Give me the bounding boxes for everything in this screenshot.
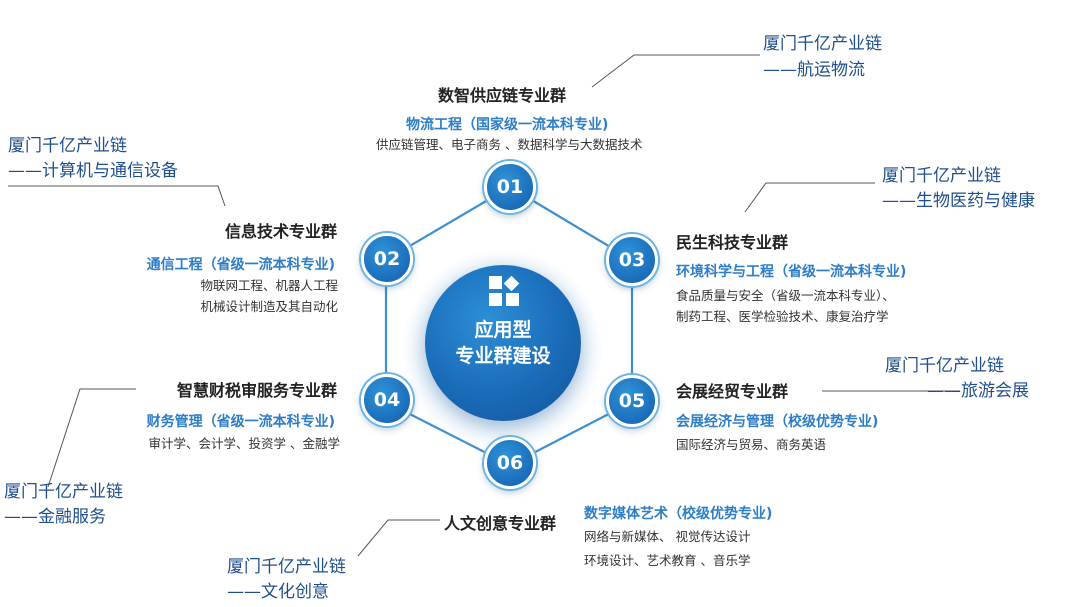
leader-line-02	[8, 185, 226, 207]
node-06: 06	[484, 437, 536, 489]
group-01-sub-1: 供应链管理、电子商务 、数据科学与大数据技术	[376, 137, 643, 152]
leader-line-03	[744, 182, 875, 213]
leader-line-04	[47, 388, 136, 488]
group-04-chain-2: ——金融服务	[4, 507, 106, 527]
group-03-major: 环境科学与工程（省级一流本科专业)	[676, 264, 907, 280]
group-03-title: 民生科技专业群	[676, 233, 789, 252]
group-06-title: 人文创意专业群	[444, 514, 557, 533]
group-01-chain-2: ——航运物流	[763, 60, 865, 80]
center-circle: 应用型 专业群建设	[425, 265, 581, 421]
group-04-title: 智慧财税审服务专业群	[176, 381, 337, 400]
group-05-title: 会展经贸专业群	[676, 382, 789, 401]
node-01: 01	[484, 161, 536, 213]
group-05-major: 会展经济与管理（校级优势专业)	[676, 414, 879, 430]
group-06-sub-1: 网络与新媒体、 视觉传达设计	[584, 529, 751, 544]
group-02-sub-1: 物联网工程、机器人工程	[200, 278, 338, 293]
group-02-chain-2: ——计算机与通信设备	[8, 161, 178, 181]
center-title-line1: 应用型	[474, 319, 532, 341]
grid-diamond-icon	[489, 275, 520, 306]
group-06-chain-1: 厦门千亿产业链	[227, 557, 346, 577]
group-03-chain-1: 厦门千亿产业链	[882, 166, 1001, 186]
group-03-sub-2: 制药工程、医学检验技术、康复治疗学	[676, 309, 889, 324]
group-02-major: 通信工程（省级一流本科专业)	[146, 257, 335, 273]
group-06-chain-2: ——文化创意	[227, 582, 329, 602]
group-05-chain-2: ——旅游会展	[927, 381, 1029, 401]
group-02-sub-2: 机械设计制造及其自动化	[200, 299, 338, 314]
group-04-sub-1: 审计学、会计学、投资学 、金融学	[148, 436, 340, 451]
group-01-major: 物流工程（国家级一流本科专业)	[406, 117, 609, 133]
group-01-title: 数智供应链专业群	[438, 86, 567, 105]
group-02-chain-1: 厦门千亿产业链	[8, 136, 127, 156]
group-02-title: 信息技术专业群	[224, 222, 337, 241]
center-title-line2: 专业群建设	[455, 345, 551, 367]
group-05-sub-1: 国际经济与贸易、商务英语	[676, 437, 827, 452]
leader-line-06	[357, 519, 440, 557]
group-04-major: 财务管理（省级一流本科专业)	[146, 414, 335, 430]
group-06-sub-2: 环境设计、艺术教育 、音乐学	[584, 553, 751, 568]
group-05-chain-1: 厦门千亿产业链	[885, 356, 1004, 376]
group-01-chain-1: 厦门千亿产业链	[763, 34, 882, 54]
node-03: 03	[606, 234, 658, 286]
leader-line-01	[591, 54, 760, 88]
node-02: 02	[361, 233, 413, 285]
group-04-chain-1: 厦门千亿产业链	[4, 482, 123, 502]
group-03-sub-1: 食品质量与安全（省级一流本科专业）、	[676, 288, 895, 303]
node-04: 04	[361, 374, 413, 426]
node-05: 05	[606, 375, 658, 427]
group-06-major: 数字媒体艺术（校级优势专业)	[584, 506, 773, 522]
group-03-chain-2: ——生物医药与健康	[882, 191, 1035, 211]
